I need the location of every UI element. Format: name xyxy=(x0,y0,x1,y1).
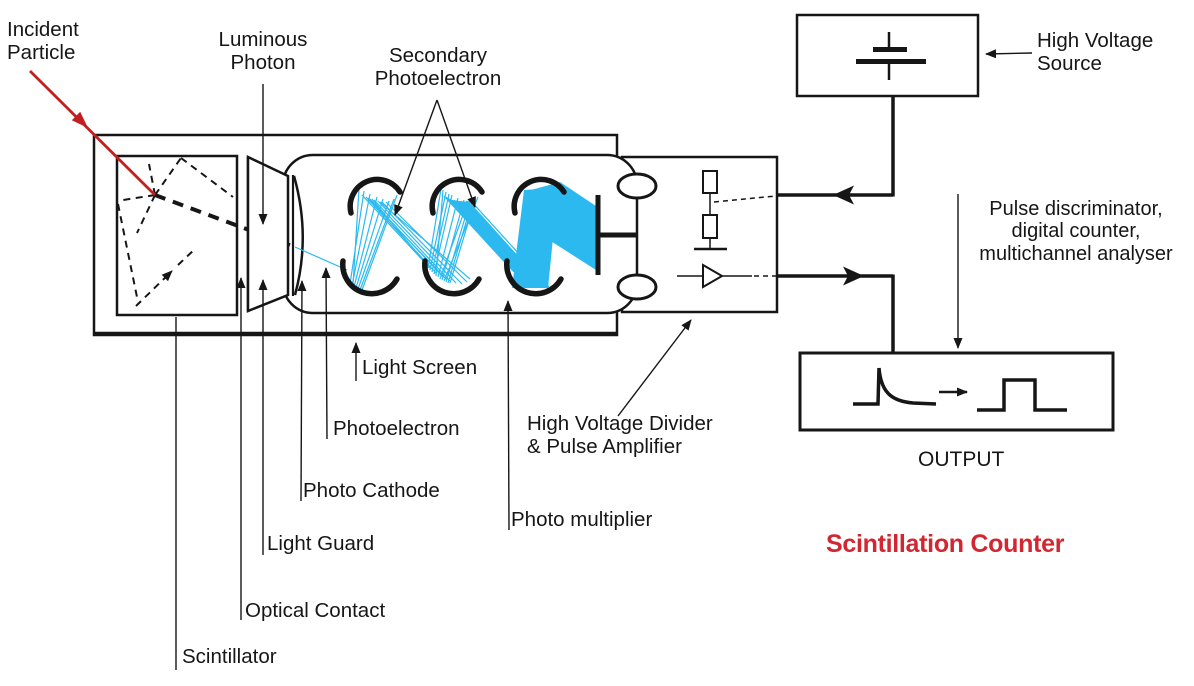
photo-multiplier-label: Photo multiplier xyxy=(511,508,653,531)
square-pulse-icon xyxy=(977,378,1067,412)
scintillator-label: Scintillator xyxy=(182,645,277,668)
optical-contact-label: Optical Contact xyxy=(245,599,386,622)
voltage-divider-resistors xyxy=(694,170,777,251)
light-guard-taper xyxy=(246,155,290,313)
photo-cathode-label: Photo Cathode xyxy=(303,479,440,502)
light-guard-label: Light Guard xyxy=(267,532,375,555)
light-screen-label: Light Screen xyxy=(362,356,478,379)
anode xyxy=(595,195,637,275)
hv-source-box xyxy=(795,13,980,98)
diagram-title: Scintillation Counter xyxy=(826,530,1065,558)
pulse-discriminator-label: Pulse discriminator, digital counter, mu… xyxy=(979,198,1173,265)
hv-divider-label: High Voltage Divider & Pulse Amplifier xyxy=(527,412,713,458)
incident-particle-arrow xyxy=(29,70,156,196)
output-label: OUTPUT xyxy=(918,448,1005,471)
scintillator-crystal xyxy=(115,154,239,317)
light-ray-paths xyxy=(116,157,234,307)
tube-pins xyxy=(616,172,658,301)
hv-wire xyxy=(778,96,895,205)
signal-wire xyxy=(778,266,895,353)
decay-pulse-icon xyxy=(853,367,937,406)
incident-particle-label: Incident Particle xyxy=(7,18,79,64)
pulse-amplifier xyxy=(677,263,776,289)
battery-icon xyxy=(856,32,926,80)
secondary-photoelectron-label: Secondary Photoelectron xyxy=(374,44,502,90)
luminous-photon-label: Luminous Photon xyxy=(218,28,308,74)
dynodes xyxy=(340,176,567,297)
hv-source-label: High Voltage Source xyxy=(1037,29,1154,75)
photoelectron-label: Photoelectron xyxy=(333,417,460,440)
leader-lines xyxy=(175,49,1033,670)
